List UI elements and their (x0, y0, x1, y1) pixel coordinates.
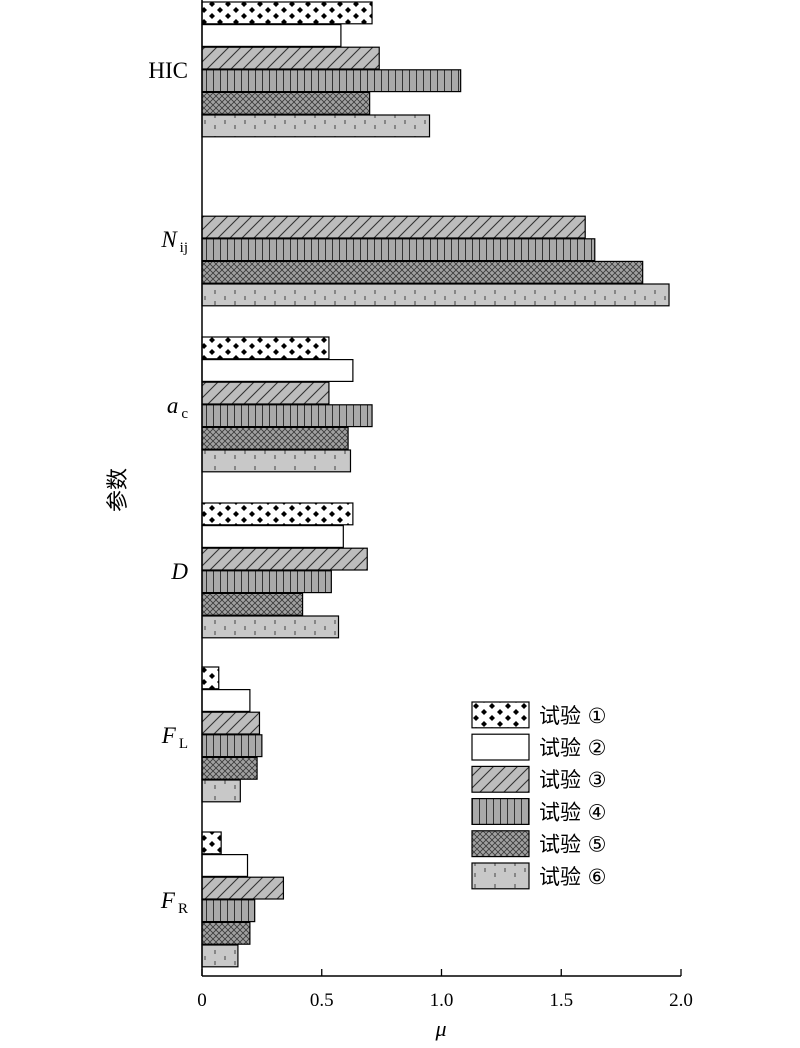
bar-2-series-4 (201, 238, 596, 262)
legend-swatch-3 (471, 765, 530, 793)
x-tick-label: 1.0 (430, 990, 454, 1011)
bar-5-series-6 (201, 779, 241, 803)
bar-6-series-5 (201, 921, 251, 945)
legend: 试验 ① 试验 ② 试验 ③ 试验 ④ 试验 ⑤ 试验 ⑥ (471, 701, 607, 890)
x-tick-label: 2.0 (669, 990, 693, 1011)
bar-5-series-2 (201, 688, 251, 712)
bar-4-series-4 (201, 570, 332, 594)
bar-3-series-4 (201, 404, 373, 428)
y-axis-label: 参数 (105, 468, 130, 512)
bar-3-series-2 (201, 359, 354, 383)
bar-3-series-1 (201, 336, 330, 360)
bar-1-series-1 (201, 1, 373, 25)
bar-5-series-5 (201, 756, 258, 780)
bar-1-series-5 (201, 91, 371, 115)
bar-6-series-3 (201, 876, 285, 900)
legend-label-3: 试验 ③ (539, 768, 607, 792)
bar-2-series-3 (201, 215, 586, 239)
legend-label-6: 试验 ⑥ (539, 865, 607, 889)
category-label-4: D (170, 559, 188, 584)
bar-5-series-1 (201, 666, 220, 690)
legend-swatch-6 (471, 862, 530, 890)
legend-label-5: 试验 ⑤ (539, 833, 607, 857)
legend-swatch-1 (471, 701, 530, 729)
bar-5-series-4 (201, 734, 263, 758)
x-tick-label: 0 (197, 990, 207, 1011)
x-axis-label: μ (434, 1016, 446, 1041)
legend-label-2: 试验 ② (539, 736, 607, 760)
bar-1-series-3 (201, 46, 380, 70)
x-tick-label: 1.5 (549, 990, 573, 1011)
bar-6-series-1 (201, 831, 222, 855)
bar-4-series-6 (201, 615, 340, 639)
bar-2-series-6 (201, 283, 670, 307)
legend-label-4: 试验 ④ (539, 800, 607, 824)
bar-6-series-2 (201, 853, 249, 877)
bar-6-series-4 (201, 899, 256, 923)
legend-label-1: 试验 ① (539, 704, 607, 728)
bar-3-series-5 (201, 426, 349, 450)
bar-1-series-2 (201, 24, 342, 47)
bar-3-series-3 (201, 381, 330, 405)
bar-4-series-3 (201, 547, 368, 571)
bar-4-series-5 (201, 592, 304, 616)
legend-swatch-2 (471, 733, 530, 761)
bar-1-series-4 (201, 69, 462, 93)
bar-4-series-2 (201, 524, 344, 548)
bar-1-series-6 (201, 114, 431, 138)
bar-5-series-3 (201, 711, 261, 735)
legend-swatch-5 (471, 830, 530, 858)
x-ticks-group: 0 0.5 1.0 1.5 2.0 (197, 969, 693, 1011)
bar-2-series-5 (201, 260, 644, 284)
bar-4-series-1 (201, 502, 354, 526)
category-label-1: HIC (148, 58, 188, 83)
bar-6-series-6 (201, 944, 239, 968)
legend-swatch-4 (471, 797, 530, 825)
bar-3-series-6 (201, 449, 352, 473)
x-tick-label: 0.5 (310, 990, 334, 1011)
